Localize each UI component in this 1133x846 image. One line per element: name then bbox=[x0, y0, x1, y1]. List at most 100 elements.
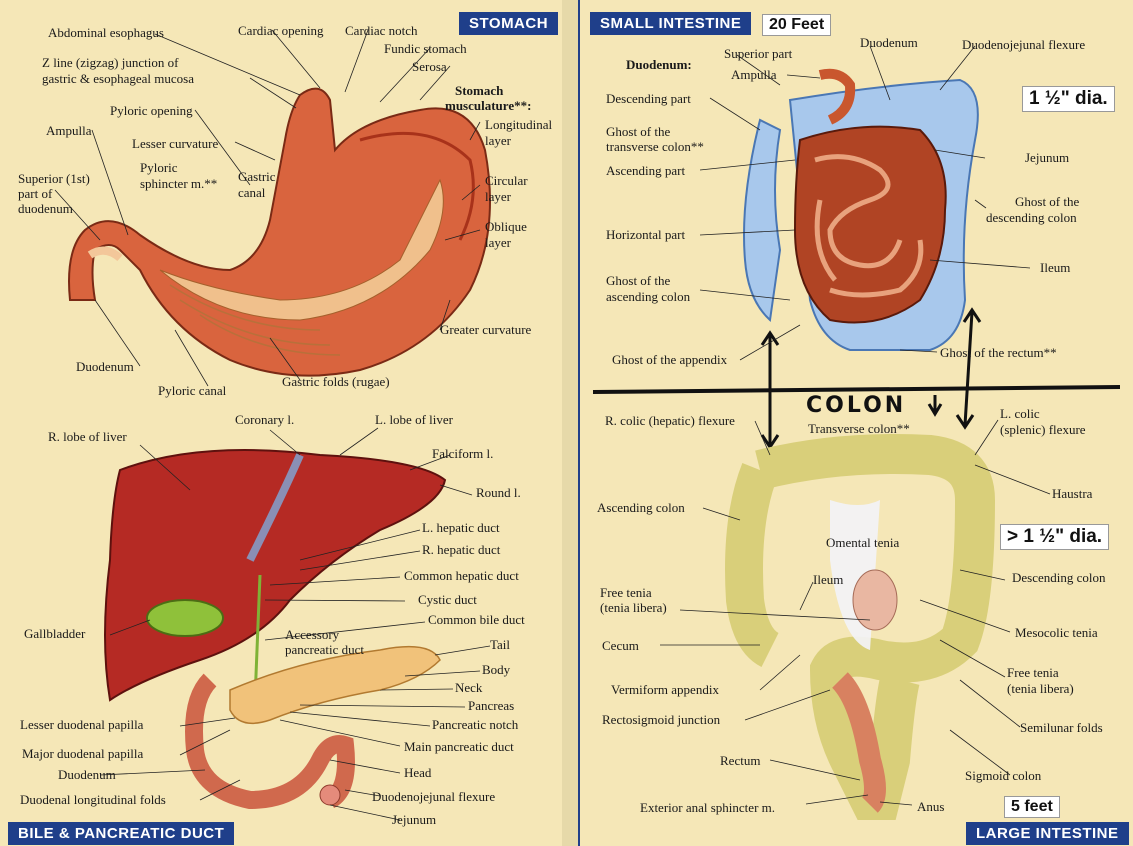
label: Lesser duodenal papilla bbox=[20, 718, 143, 732]
label: Oblique bbox=[485, 220, 527, 234]
label: layer bbox=[485, 190, 511, 204]
large-intestine-diameter-note: > 1 ½" dia. bbox=[1000, 524, 1109, 550]
label: Superior part bbox=[724, 47, 792, 61]
label: Tail bbox=[490, 638, 510, 652]
label: Descending part bbox=[606, 92, 691, 106]
label: sphincter m.** bbox=[140, 177, 217, 191]
label: (tenia libera) bbox=[1007, 682, 1074, 696]
label: duodenum bbox=[18, 202, 73, 216]
label: Ghost of the bbox=[606, 274, 670, 288]
label: Mesocolic tenia bbox=[1015, 626, 1098, 640]
label: Common bile duct bbox=[428, 613, 525, 627]
label: L. colic bbox=[1000, 407, 1040, 421]
label: Ghost of the appendix bbox=[612, 353, 727, 367]
label: Circular bbox=[485, 174, 528, 188]
label: Lesser curvature bbox=[132, 137, 218, 151]
label: Omental tenia bbox=[826, 536, 899, 550]
label: transverse colon** bbox=[606, 140, 704, 154]
label: L. hepatic duct bbox=[422, 521, 500, 535]
label: Gastric bbox=[238, 170, 276, 184]
label: Ileum bbox=[813, 573, 843, 587]
label: Superior (1st) bbox=[18, 172, 90, 186]
large-intestine-length-note: 5 feet bbox=[1004, 796, 1060, 818]
label: Major duodenal papilla bbox=[22, 747, 143, 761]
label: Abdominal esophagus bbox=[48, 26, 164, 40]
label: Jejunum bbox=[392, 813, 436, 827]
label: L. lobe of liver bbox=[375, 413, 453, 427]
stomach-illustration bbox=[69, 89, 490, 376]
label: Serosa bbox=[412, 60, 447, 74]
label: Cystic duct bbox=[418, 593, 477, 607]
label: Neck bbox=[455, 681, 482, 695]
label: Exterior anal sphincter m. bbox=[640, 801, 775, 815]
label: Duodenum: bbox=[626, 58, 692, 72]
label: Cecum bbox=[602, 639, 639, 653]
label: Horizontal part bbox=[606, 228, 685, 242]
label: Ghost of the bbox=[606, 125, 670, 139]
label: Round l. bbox=[476, 486, 521, 500]
label: Pancreatic notch bbox=[432, 718, 518, 732]
label: Ghost of the bbox=[1015, 195, 1079, 209]
separator-line bbox=[593, 387, 1120, 392]
label: Duodenal longitudinal folds bbox=[20, 793, 166, 807]
tab-bile-pancreatic-duct: BILE & PANCREATIC DUCT bbox=[8, 822, 234, 845]
label: pancreatic duct bbox=[285, 643, 364, 657]
label: Coronary l. bbox=[235, 413, 294, 427]
tab-small-intestine: SMALL INTESTINE bbox=[590, 12, 751, 35]
label: layer bbox=[485, 236, 511, 250]
tab-stomach: STOMACH bbox=[459, 12, 558, 35]
colon-handwritten-label: COLON bbox=[806, 393, 906, 418]
label: Greater curvature bbox=[440, 323, 531, 337]
label: Main pancreatic duct bbox=[404, 740, 514, 754]
tab-large-intestine: LARGE INTESTINE bbox=[966, 822, 1129, 845]
label: Vermiform appendix bbox=[611, 683, 719, 697]
label: ascending colon bbox=[606, 290, 690, 304]
label: musculature**: bbox=[445, 99, 531, 113]
label: Falciform l. bbox=[432, 447, 493, 461]
label: canal bbox=[238, 186, 265, 200]
label: Free tenia bbox=[600, 586, 652, 600]
label: Ileum bbox=[1040, 261, 1070, 275]
label: Duodenum bbox=[860, 36, 918, 50]
label: Accessory bbox=[285, 628, 339, 642]
label: Body bbox=[482, 663, 510, 677]
label: Rectum bbox=[720, 754, 760, 768]
label: Rectosigmoid junction bbox=[602, 713, 720, 727]
label: Fundic stomach bbox=[384, 42, 467, 56]
label: R. hepatic duct bbox=[422, 543, 500, 557]
label: Pancreas bbox=[468, 699, 514, 713]
label: layer bbox=[485, 134, 511, 148]
label: Descending colon bbox=[1012, 571, 1106, 585]
label: part of bbox=[18, 187, 52, 201]
label: Pyloric canal bbox=[158, 384, 226, 398]
label: Longitudinal bbox=[485, 118, 552, 132]
label: Duodenojejunal flexure bbox=[372, 790, 495, 804]
label: Duodenum bbox=[58, 768, 116, 782]
small-intestine-length-note: 20 Feet bbox=[762, 14, 831, 36]
label: Transverse colon** bbox=[808, 422, 910, 436]
label: Duodenum bbox=[76, 360, 134, 374]
label: Ascending part bbox=[606, 164, 685, 178]
label: Cardiac notch bbox=[345, 24, 418, 38]
label: Duodenojejunal flexure bbox=[962, 38, 1085, 52]
small-intestine-diameter-note: 1 ½" dia. bbox=[1022, 86, 1115, 112]
label: R. colic (hepatic) flexure bbox=[605, 414, 735, 428]
small-intestine-illustration bbox=[744, 74, 978, 350]
label: Sigmoid colon bbox=[965, 769, 1041, 783]
label: Cardiac opening bbox=[238, 24, 324, 38]
label: Pyloric bbox=[140, 161, 178, 175]
label: descending colon bbox=[986, 211, 1077, 225]
label: Ampulla bbox=[731, 68, 777, 82]
label: Gallbladder bbox=[24, 627, 85, 641]
large-intestine-illustration bbox=[744, 454, 975, 805]
label: Ampulla bbox=[46, 124, 92, 138]
label: Haustra bbox=[1052, 487, 1092, 501]
label: gastric & esophageal mucosa bbox=[42, 72, 194, 86]
label: Head bbox=[404, 766, 431, 780]
label: Free tenia bbox=[1007, 666, 1059, 680]
label: Stomach bbox=[455, 84, 503, 98]
label: Gastric folds (rugae) bbox=[282, 375, 390, 389]
label: Jejunum bbox=[1025, 151, 1069, 165]
